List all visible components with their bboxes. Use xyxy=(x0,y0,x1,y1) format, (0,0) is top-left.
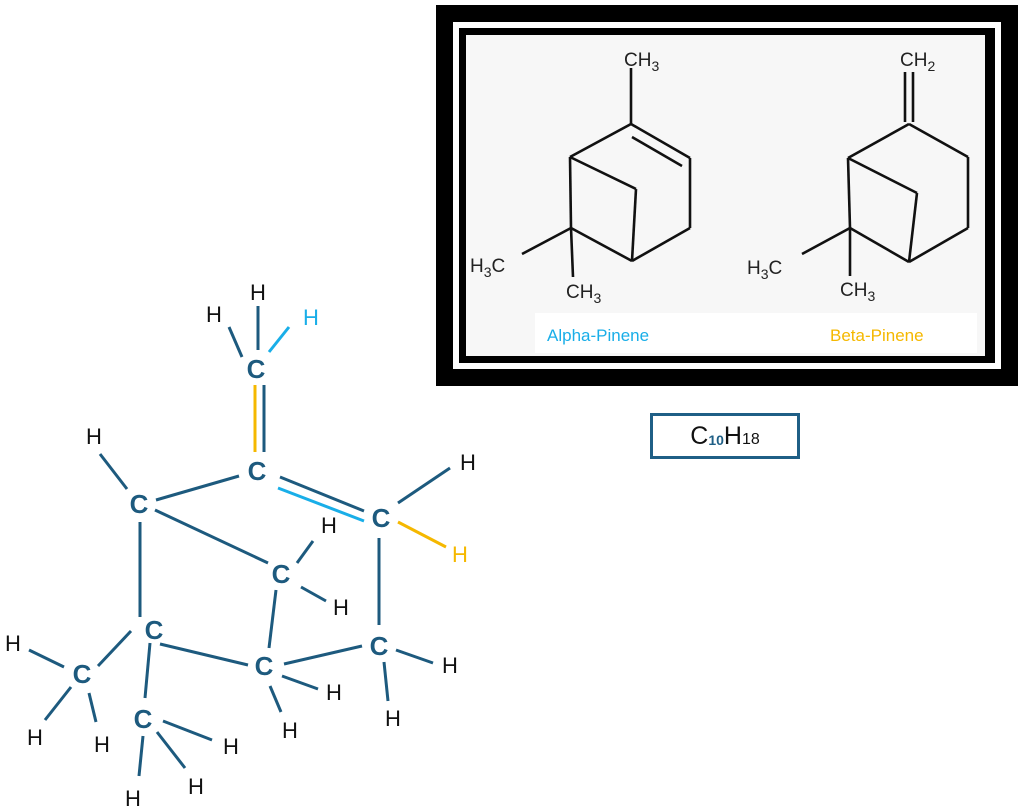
alpha-bottom-methyl-label: CH3 xyxy=(566,282,601,306)
atom-c6: C xyxy=(145,615,164,645)
bond-c5-h xyxy=(295,540,315,564)
atom-h: H xyxy=(333,595,349,620)
formula-hydrogen-symbol: H xyxy=(723,421,742,450)
structure-bonds xyxy=(28,306,451,777)
alpha-top-methyl-label: CH3 xyxy=(624,50,659,74)
atom-h: H xyxy=(250,280,266,305)
atom-h: H xyxy=(125,786,141,811)
bond-c4-beta-h xyxy=(397,520,447,549)
alpha-pinene-caption: Alpha-Pinene xyxy=(547,326,649,345)
beta-left-methyl-label: H3C xyxy=(747,258,782,282)
reference-panel: CH3 H3C CH3 CH2 H3C CH3 Alpha-Pinene Bet… xyxy=(436,5,1018,386)
atom-c7: C xyxy=(73,659,92,689)
molecular-formula-box: C 10 H 18 xyxy=(650,413,800,459)
bond-c9-h xyxy=(281,674,319,691)
bond-c8-h xyxy=(155,731,187,769)
bond-c2-c3 xyxy=(155,474,240,502)
bond-c10-h xyxy=(382,661,390,702)
atom-h: H xyxy=(223,734,239,759)
atom-h: H xyxy=(385,706,401,731)
bond-c5-h xyxy=(300,585,327,603)
atom-h: H xyxy=(5,631,21,656)
bond-c2-c4-alpha-pi xyxy=(277,486,365,523)
beta-pinene-caption: Beta-Pinene xyxy=(830,326,924,345)
atom-h: H xyxy=(27,725,43,750)
atom-c2: C xyxy=(248,456,267,486)
formula-carbon-count: 10 xyxy=(708,432,724,448)
alpha-pinene-structure xyxy=(521,68,692,278)
atom-h: H xyxy=(282,718,298,743)
hydrogen-atoms: H H H H H H H H H H H H H H H H H H xyxy=(5,280,476,811)
atom-h: H xyxy=(326,680,342,705)
atom-c8: C xyxy=(134,704,153,734)
bond-c9-h xyxy=(268,685,283,713)
atom-h-alpha-highlight: H xyxy=(303,305,319,330)
atom-c4: C xyxy=(372,503,391,533)
atom-c1: C xyxy=(247,354,266,384)
bond-c1-h xyxy=(227,326,244,358)
atom-c5: C xyxy=(272,559,291,589)
formula-hydrogen-count: 18 xyxy=(741,431,760,448)
atom-h: H xyxy=(321,513,337,538)
bond-c2-c4-sigma xyxy=(279,475,365,513)
bond-c8-h xyxy=(137,735,145,777)
bond-c4-h xyxy=(397,466,451,505)
alpha-left-methyl-label: H3C xyxy=(470,256,505,280)
bond-c6-c9 xyxy=(159,642,249,667)
atom-h: H xyxy=(442,653,458,678)
formula-carbon-symbol: C xyxy=(690,421,709,450)
bond-c10-h xyxy=(395,648,434,665)
carbon-atoms: C C C C C C C C C C xyxy=(73,354,391,734)
bond-c8-h xyxy=(162,719,213,742)
atom-c9: C xyxy=(255,651,274,681)
atom-h-beta-highlight: H xyxy=(452,542,468,567)
bond-c7-h xyxy=(43,686,73,721)
bond-c7-h xyxy=(28,648,65,669)
beta-top-methylene-label: CH2 xyxy=(900,50,935,74)
bond-c7-h xyxy=(87,692,98,723)
atom-h: H xyxy=(94,732,110,757)
atom-h: H xyxy=(206,302,222,327)
caption-strip xyxy=(535,313,977,353)
atom-c3: C xyxy=(130,489,149,519)
bond-c3-h xyxy=(98,453,129,490)
panel-background xyxy=(466,35,985,356)
bond-c9-c10 xyxy=(283,644,363,666)
atom-h: H xyxy=(460,450,476,475)
bond-c3-c5 xyxy=(154,508,269,565)
beta-bottom-methyl-label: CH3 xyxy=(840,280,875,304)
bond-c6-c8 xyxy=(143,642,152,699)
bond-c1-alpha-h xyxy=(267,326,291,353)
bond-c5-c9 xyxy=(267,589,278,649)
beta-pinene-structure xyxy=(801,72,970,276)
atom-c10: C xyxy=(370,631,389,661)
atom-h: H xyxy=(86,424,102,449)
atom-h: H xyxy=(188,774,204,799)
bond-c6-c7 xyxy=(96,629,133,668)
